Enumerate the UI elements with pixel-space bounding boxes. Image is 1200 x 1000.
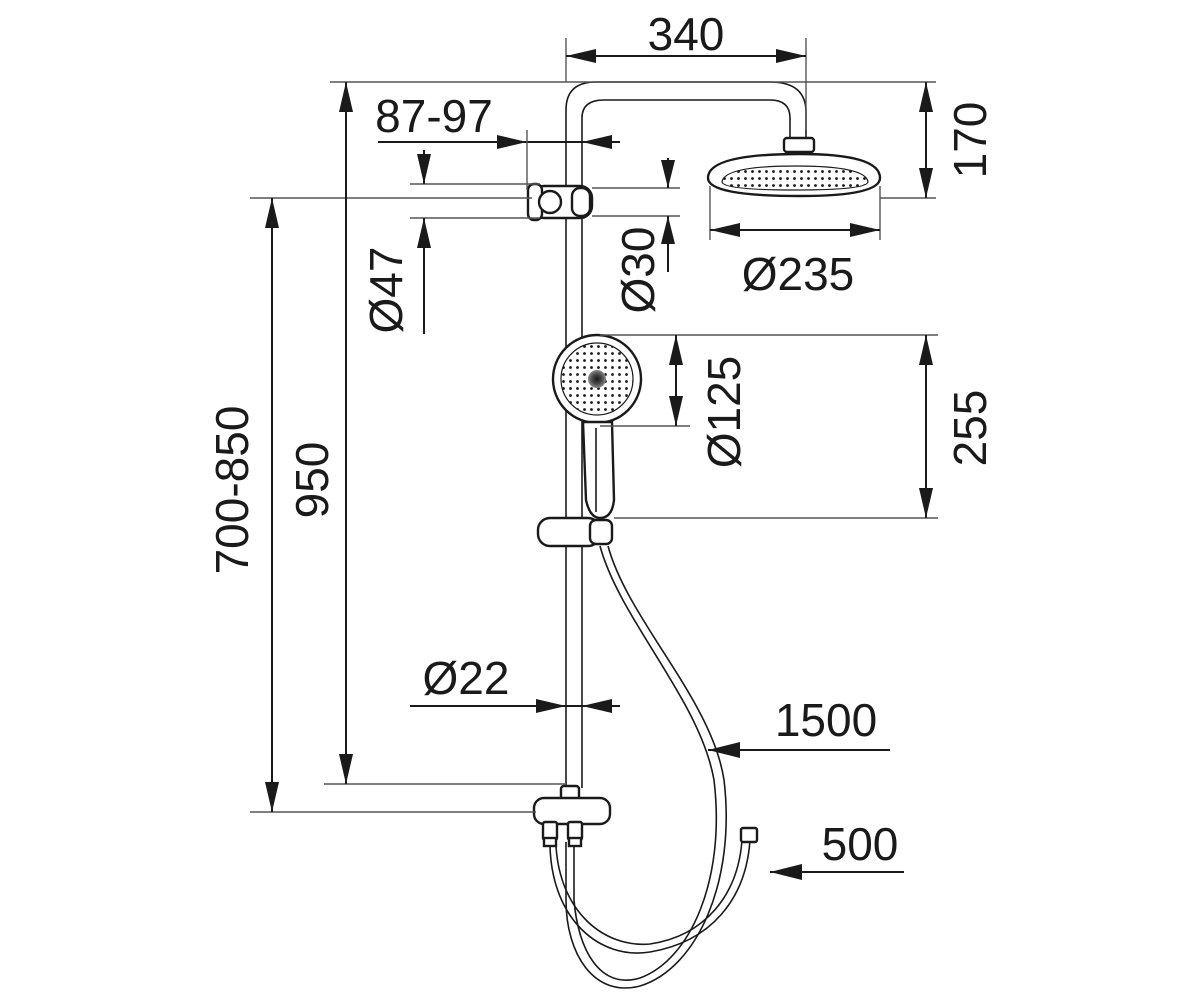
dim-wall-offset: 87-97	[375, 90, 620, 190]
dim-clip-diameter-label: Ø30	[612, 227, 664, 314]
slide-holder	[536, 516, 614, 548]
hand-shower	[551, 333, 643, 520]
dim-tube-diameter: Ø22	[410, 652, 620, 713]
dim-overhead-diameter-label: Ø235	[742, 248, 855, 300]
dim-hose-length: 1500	[708, 694, 890, 758]
dim-arm-length-label: 340	[648, 8, 725, 60]
dim-head-height-label: 170	[944, 102, 996, 179]
shower-column	[526, 81, 882, 989]
dim-supply-hose-length-label: 500	[822, 818, 899, 870]
dim-bar-height-label: 950	[286, 442, 338, 519]
dim-clip-diameter: Ø30	[592, 158, 680, 313]
dim-supply-hose-length: 500	[770, 818, 904, 880]
wall-bracket	[526, 182, 594, 222]
dim-bar-height: 950	[286, 82, 566, 785]
dim-arm-length: 340	[565, 8, 807, 130]
dim-handshower-drop: 255	[614, 335, 996, 519]
dim-overhead-diameter: Ø235	[709, 186, 881, 300]
diverter-mixer	[532, 784, 612, 848]
dim-mixer-height-label: 700-850	[206, 406, 258, 575]
dim-head-height: 170	[330, 81, 996, 199]
dim-handshower-diameter: Ø125	[600, 334, 938, 469]
dim-wall-offset-label: 87-97	[375, 90, 493, 142]
overhead-shower-head	[706, 136, 882, 198]
dim-hose-length-label: 1500	[775, 694, 877, 746]
dim-bracket-diameter: Ø47	[360, 150, 540, 334]
dim-mixer-height: 700-850	[206, 197, 536, 813]
hand-shower-hose	[573, 545, 718, 981]
dim-bracket-diameter-label: Ø47	[360, 247, 412, 334]
dim-tube-diameter-label: Ø22	[423, 652, 510, 704]
dim-handshower-diameter-label: Ø125	[698, 356, 750, 469]
supply-hose	[549, 839, 751, 954]
dim-handshower-drop-label: 255	[944, 390, 996, 467]
